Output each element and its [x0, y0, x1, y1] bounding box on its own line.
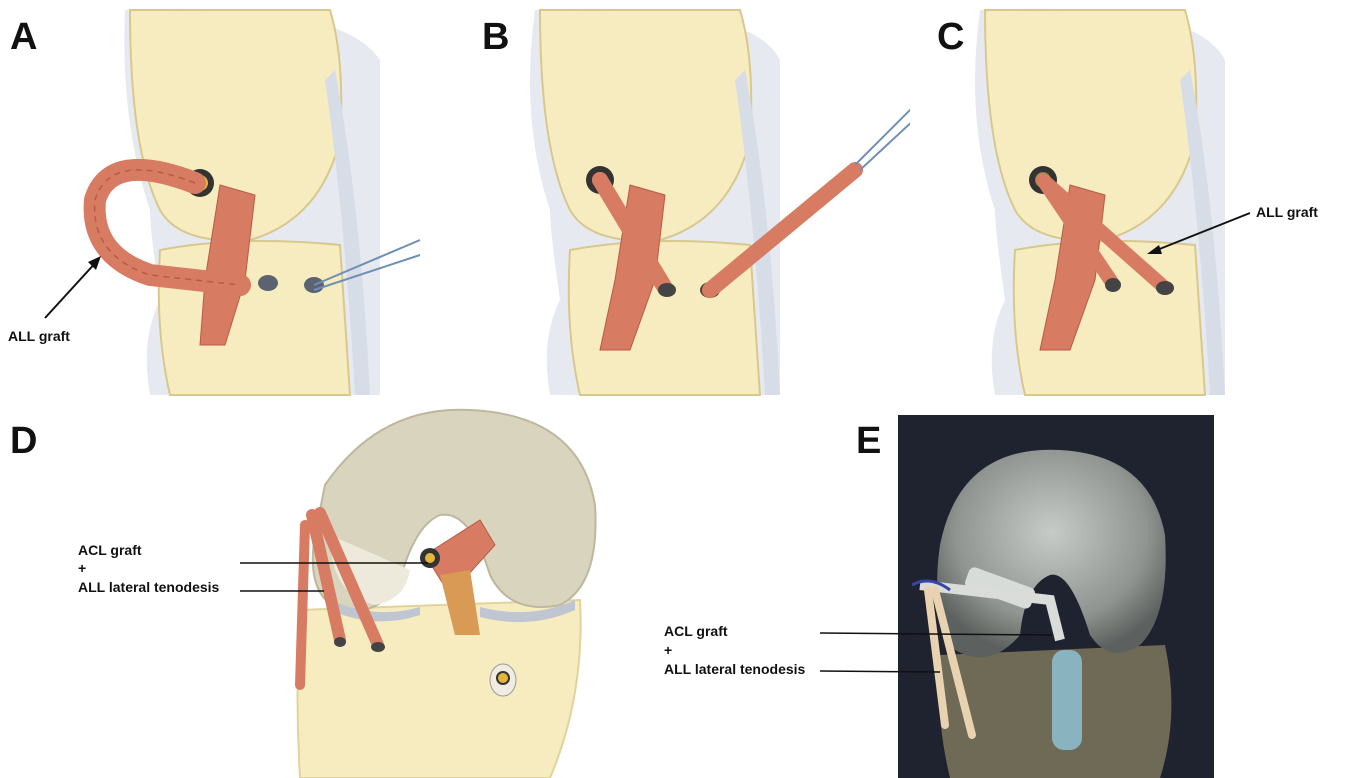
panel-c-all-graft-label: ALL graft	[1256, 204, 1318, 222]
panel-e-letter: E	[856, 422, 881, 460]
panel-a: A ALL graft	[0, 0, 450, 400]
tibia-shape	[1014, 241, 1205, 395]
panel-e-acl-graft-label: ACL graft	[664, 623, 728, 641]
panel-e-plus-label: +	[664, 642, 672, 660]
panel-b-illustration	[460, 0, 910, 400]
panel-e-illustration	[640, 395, 1347, 778]
tibia-shape	[159, 241, 350, 395]
panel-b-letter: B	[482, 18, 509, 56]
panel-b: B	[460, 0, 910, 400]
panel-d-letter: D	[10, 422, 37, 460]
panel-d-plus-label: +	[78, 560, 86, 578]
panel-d-lateral-tenodesis-label: ALL lateral tenodesis	[78, 579, 219, 597]
panel-c-letter: C	[937, 18, 964, 56]
panel-c-illustration	[915, 0, 1347, 400]
panel-a-all-graft-label: ALL graft	[8, 328, 70, 346]
panel-a-letter: A	[10, 18, 37, 56]
panel-e: E ACL graft + ALL lateral tenodesis	[640, 395, 1347, 778]
panel-c: C ALL graft	[915, 0, 1347, 400]
panel-e-lateral-tenodesis-label: ALL lateral tenodesis	[664, 661, 805, 679]
panel-d-acl-graft-label: ACL graft	[78, 542, 142, 560]
panel-d: D ACL graft + ALL lateral tenodesis	[0, 395, 640, 778]
